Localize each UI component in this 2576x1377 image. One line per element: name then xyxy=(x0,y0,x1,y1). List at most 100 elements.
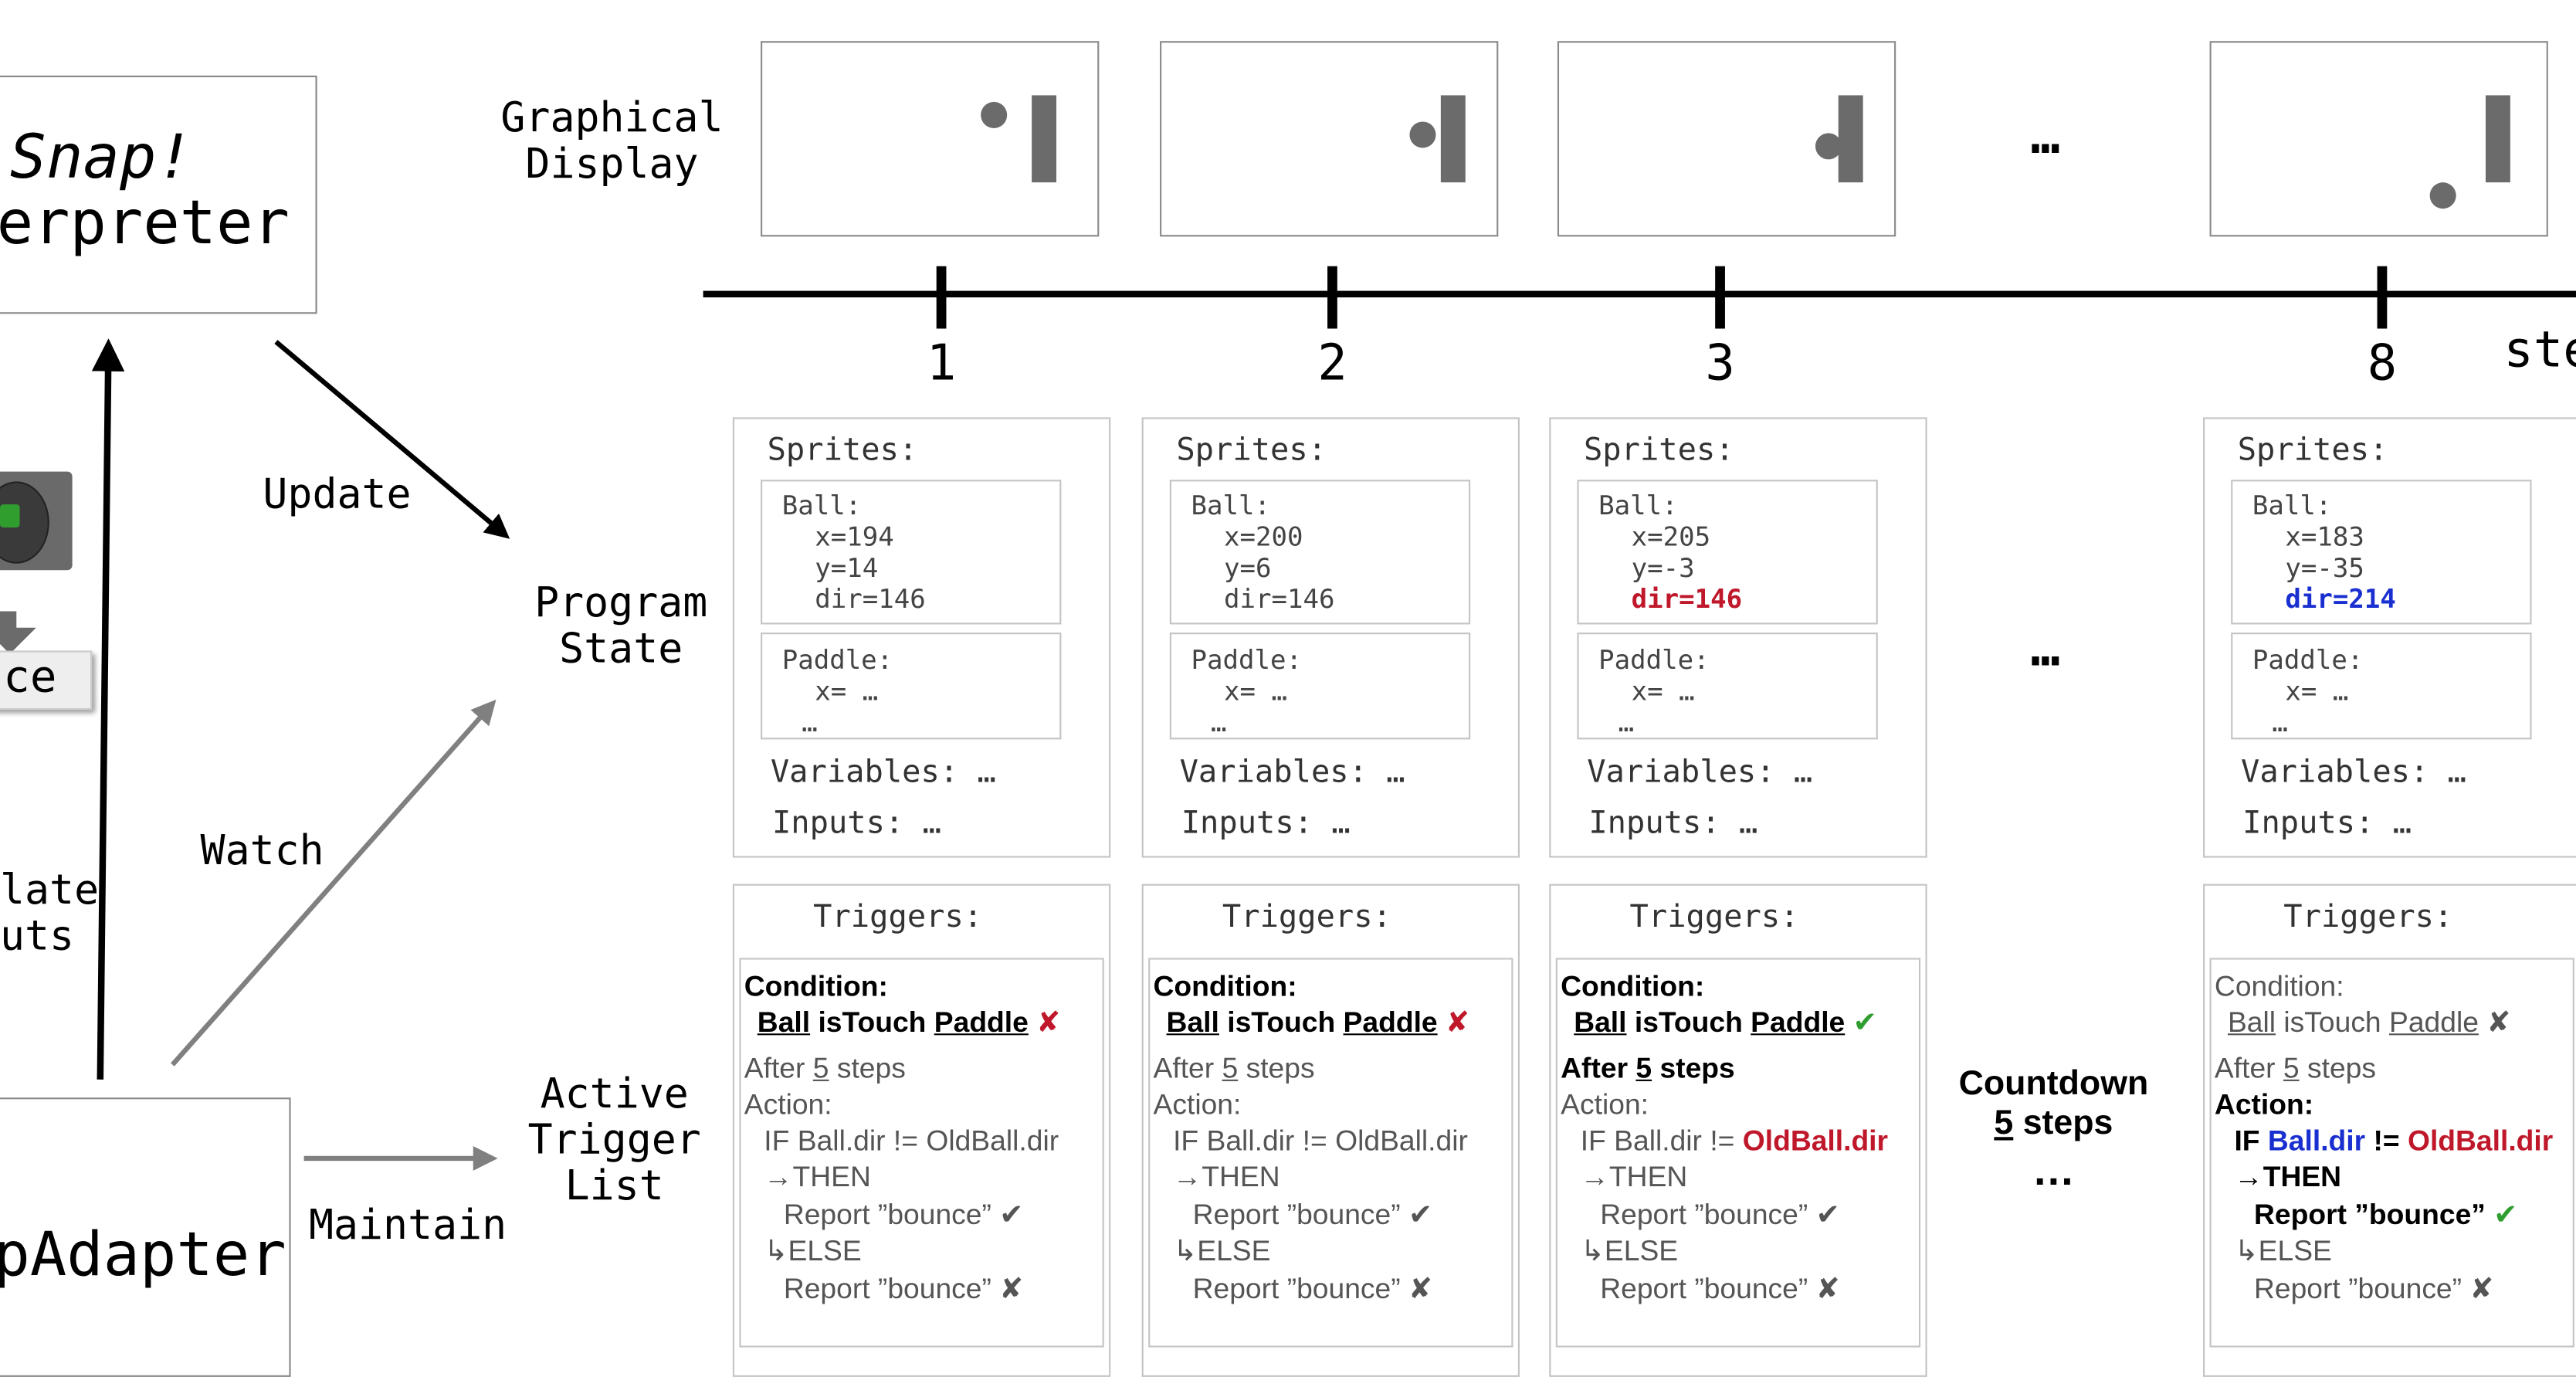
then-keyword: →THEN xyxy=(2234,1160,2342,1193)
after-steps: After 5 steps xyxy=(744,1050,906,1087)
condition-object: Paddle xyxy=(2388,1006,2479,1039)
trigger-card xyxy=(1555,958,1921,1348)
then-report: Report ”bounce” xyxy=(2253,1197,2494,1231)
ball-state-box xyxy=(2231,480,2532,625)
condition-cross-icon: ✘ xyxy=(1036,1006,1061,1039)
else-report: Report ”bounce” xyxy=(783,1271,1000,1305)
paddle-more: … xyxy=(1618,706,1635,738)
then-check-icon: ✔ xyxy=(999,1197,1024,1231)
if-left-operand: Ball.dir xyxy=(1614,1124,1702,1157)
condition-subject: Ball xyxy=(1574,1006,1627,1039)
ball-x: x=194 xyxy=(815,521,894,552)
action-label: Action: xyxy=(1154,1086,1242,1123)
paddle-state-box xyxy=(761,633,1062,740)
paddle-sprite xyxy=(1032,95,1057,183)
after-suffix: steps xyxy=(1652,1051,1735,1085)
after-number: 5 xyxy=(2283,1051,2300,1085)
simulate-inputs-label: late uts xyxy=(0,867,99,959)
condition-expression: Ball isTouch Paddle ✘ xyxy=(1167,1004,1470,1041)
inputs-line: Inputs: … xyxy=(2242,805,2412,842)
step-number: 8 xyxy=(2367,335,2398,393)
then-check-icon: ✔ xyxy=(1408,1197,1433,1231)
triggers-label: Triggers: xyxy=(2283,898,2453,935)
condition-spacer xyxy=(1845,1006,1852,1039)
action-label: Action: xyxy=(744,1086,832,1123)
variables-line: Variables: … xyxy=(2240,754,2467,791)
else-keyword: ↳ELSE xyxy=(1580,1233,1679,1267)
ball-x: x=205 xyxy=(1631,521,1711,552)
program-state-line1: Program xyxy=(534,578,708,626)
then-check-icon: ✔ xyxy=(2493,1197,2518,1231)
paddle-name: Paddle: xyxy=(1598,643,1710,676)
then-report-line: Report ”bounce” ✔ xyxy=(2254,1196,2518,1233)
adapter-title: pAdapter xyxy=(0,1219,286,1291)
condition-label-text: Condition: xyxy=(1561,969,1705,1002)
program-state-label: Program State xyxy=(523,578,720,672)
condition-label: Condition: xyxy=(1154,968,1297,1005)
update-arrow xyxy=(274,340,510,539)
condition-label-text: Condition: xyxy=(744,969,888,1002)
interpreter-title-line2: erpreter xyxy=(0,187,290,259)
condition-subject: Ball xyxy=(757,1006,811,1039)
variables-line: Variables: … xyxy=(770,754,996,791)
paddle-x: x= … xyxy=(2285,675,2349,707)
simulate-line2: uts xyxy=(0,911,75,960)
else-keyword: ↳ELSE xyxy=(2234,1233,2332,1267)
if-line: IF Ball.dir != OldBall.dir xyxy=(1581,1122,1888,1159)
if-right-operand: OldBall.dir xyxy=(926,1124,1059,1157)
then-report-line: Report ”bounce” ✔ xyxy=(1600,1196,1840,1233)
inputs-line: Inputs: … xyxy=(1181,805,1351,842)
else-report: Report ”bounce” xyxy=(1192,1271,1409,1305)
graphical-display-line1: Graphical xyxy=(500,93,724,141)
timeline-tick xyxy=(2377,266,2388,329)
condition-operator: isTouch xyxy=(1626,1006,1751,1039)
then-line: →THEN xyxy=(764,1158,871,1196)
timeline-axis-label: ste xyxy=(2503,321,2576,380)
condition-object: Paddle xyxy=(934,1006,1029,1039)
paddle-x: x= … xyxy=(1631,675,1695,707)
after-number: 5 xyxy=(812,1051,829,1085)
else-keyword: ↳ELSE xyxy=(1173,1233,1271,1267)
after-prefix: After xyxy=(744,1051,813,1085)
sprites-label: Sprites: xyxy=(767,432,918,469)
timeline-axis xyxy=(703,290,2576,298)
trigger-card xyxy=(739,958,1104,1348)
if-left-operand: Ball.dir xyxy=(2267,1124,2366,1157)
ball-y: y=-35 xyxy=(2285,551,2364,584)
ball-name: Ball: xyxy=(1191,490,1270,521)
if-operator: != xyxy=(2365,1124,2408,1157)
paddle-sprite xyxy=(1440,95,1466,183)
if-operator: != xyxy=(1294,1124,1336,1157)
graphical-display-label: Graphical Display xyxy=(493,93,730,187)
ball-y: y=14 xyxy=(815,551,879,584)
condition-cross-icon: ✘ xyxy=(2486,1006,2511,1039)
ball-sprite xyxy=(2429,182,2456,209)
partial-button[interactable] xyxy=(0,650,93,711)
ball-name: Ball: xyxy=(1598,490,1678,521)
else-report-line: Report ”bounce” ✘ xyxy=(784,1270,1024,1307)
action-label-text: Action: xyxy=(1561,1087,1649,1121)
snap-interpreter-box xyxy=(0,75,317,314)
ball-dir: dir=146 xyxy=(815,583,926,615)
condition-operator: isTouch xyxy=(2276,1006,2389,1039)
else-report-line: Report ”bounce” ✘ xyxy=(1193,1270,1433,1307)
ball-dir: dir=146 xyxy=(1224,583,1335,615)
ball-sprite xyxy=(981,101,1008,128)
green-flag-button[interactable] xyxy=(0,471,73,571)
condition-label: Condition: xyxy=(1561,968,1704,1005)
if-line: IF Ball.dir != OldBall.dir xyxy=(1173,1122,1468,1159)
else-report: Report ”bounce” xyxy=(2253,1271,2470,1305)
then-report-line: Report ”bounce” ✔ xyxy=(1193,1196,1433,1233)
if-operator: != xyxy=(885,1124,927,1157)
after-steps: After 5 steps xyxy=(1154,1050,1315,1087)
else-cross-icon: ✘ xyxy=(2469,1271,2494,1305)
trigger-card xyxy=(1148,958,1513,1348)
sprites-label: Sprites: xyxy=(1176,432,1327,469)
then-report: Report ”bounce” xyxy=(1600,1197,1816,1231)
paddle-state-box xyxy=(1577,633,1878,740)
active-trigger-line3: List xyxy=(564,1162,664,1209)
interpreter-title-line1: Snap! xyxy=(9,121,193,192)
after-prefix: After xyxy=(1153,1051,1222,1085)
after-prefix: After xyxy=(2214,1051,2283,1085)
sprites-label: Sprites: xyxy=(1583,432,1734,469)
